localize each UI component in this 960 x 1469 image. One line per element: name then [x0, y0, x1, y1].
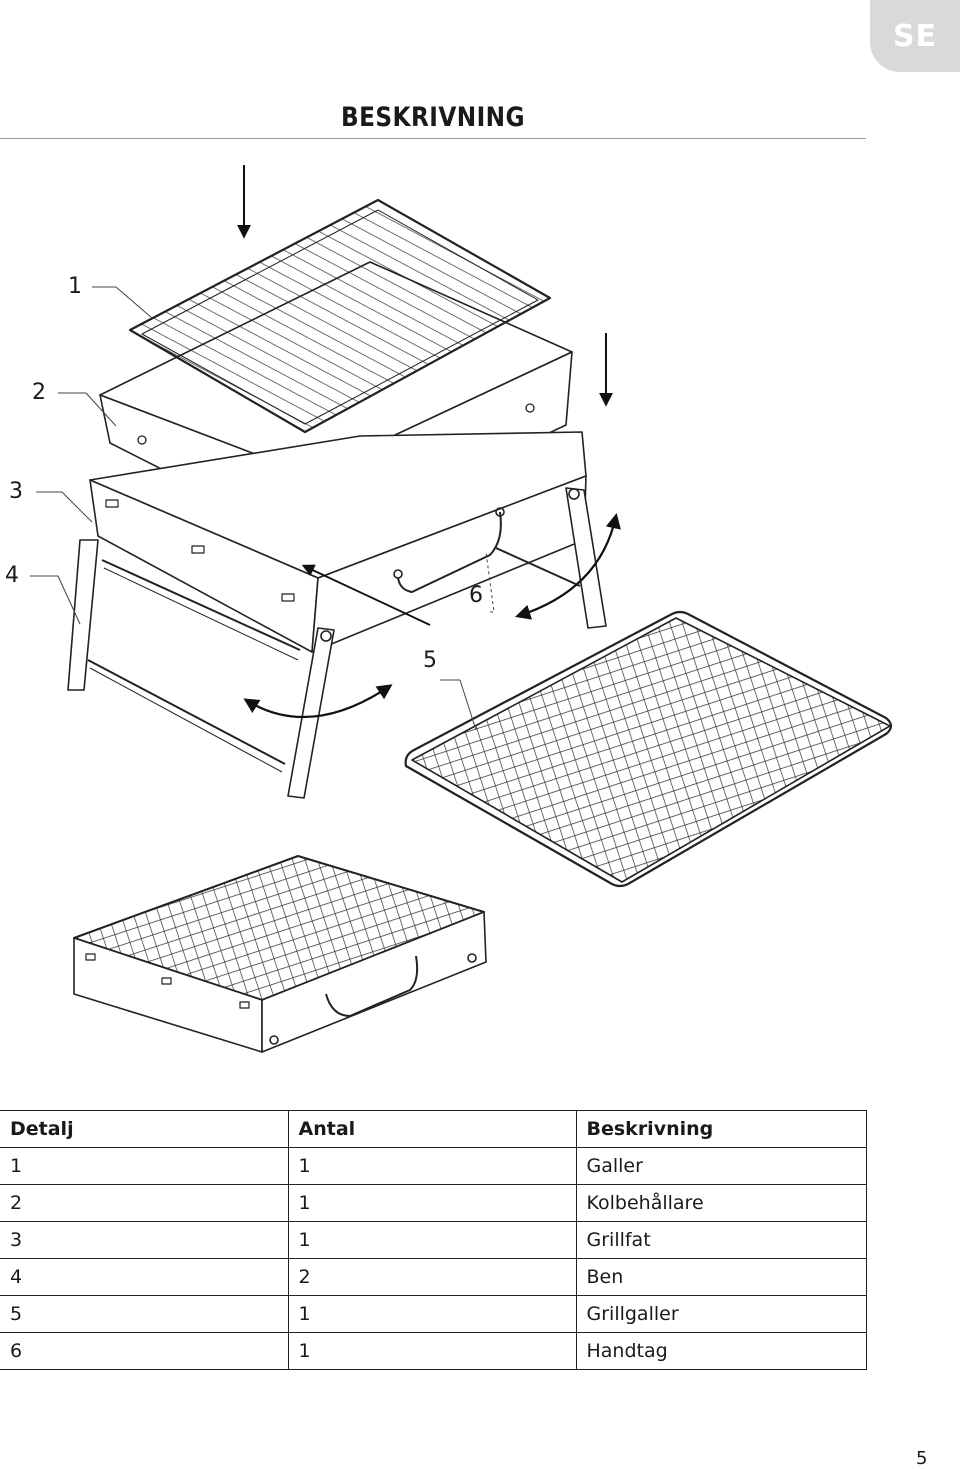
cell-quantity: 1: [287, 1147, 577, 1185]
cell-description: Kolbehållare: [575, 1184, 867, 1222]
rotate-arrow-icon: [243, 684, 393, 718]
language-tab: SE: [870, 0, 960, 72]
table-row: 2 1 Kolbehållare: [0, 1184, 867, 1222]
grill-exploded-diagram: [30, 165, 893, 1053]
cell-detail: 6: [0, 1332, 289, 1370]
insert-arrow-icon: [301, 564, 431, 626]
callout-3: 3: [9, 479, 23, 504]
page-number: 5: [916, 1448, 928, 1469]
callout-1: 1: [68, 274, 82, 299]
table-row: 6 1 Handtag: [0, 1332, 867, 1370]
cell-description: Galler: [575, 1147, 867, 1185]
table-header-row: Detalj Antal Beskrivning: [0, 1110, 867, 1148]
column-header-quantity: Antal: [287, 1110, 577, 1148]
cell-description: Handtag: [575, 1332, 867, 1370]
table-row: 3 1 Grillfat: [0, 1221, 867, 1259]
cell-quantity: 1: [287, 1295, 577, 1333]
grate-part-1: [128, 198, 552, 434]
table-row: 4 2 Ben: [0, 1258, 867, 1296]
cell-detail: 3: [0, 1221, 289, 1259]
table-row: 1 1 Galler: [0, 1147, 867, 1185]
assembled-grill: [73, 855, 487, 1053]
cell-quantity: 1: [287, 1332, 577, 1370]
cell-description: Grillgaller: [575, 1295, 867, 1333]
cell-description: Grillfat: [575, 1221, 867, 1259]
callout-2: 2: [32, 380, 46, 405]
rotate-arrow-icon: [515, 512, 621, 620]
callout-5: 5: [423, 648, 437, 673]
title-divider: [0, 138, 866, 139]
page-title: BESKRIVNING: [340, 102, 526, 133]
callout-6: 6: [469, 583, 483, 608]
language-code: SE: [892, 18, 938, 54]
cell-quantity: 1: [287, 1184, 577, 1222]
callout-4: 4: [5, 563, 19, 588]
cell-detail: 1: [0, 1147, 289, 1185]
cell-detail: 5: [0, 1295, 289, 1333]
cell-description: Ben: [575, 1258, 867, 1296]
parts-table: Detalj Antal Beskrivning 1 1 Galler 2 1 …: [0, 1110, 867, 1370]
cell-detail: 4: [0, 1258, 289, 1296]
table-row: 5 1 Grillgaller: [0, 1295, 867, 1333]
column-header-detail: Detalj: [0, 1110, 289, 1148]
cell-quantity: 1: [287, 1221, 577, 1259]
mesh-grid-part-5: [404, 610, 893, 888]
column-header-description: Beskrivning: [575, 1110, 867, 1148]
cell-detail: 2: [0, 1184, 289, 1222]
cell-quantity: 2: [287, 1258, 577, 1296]
